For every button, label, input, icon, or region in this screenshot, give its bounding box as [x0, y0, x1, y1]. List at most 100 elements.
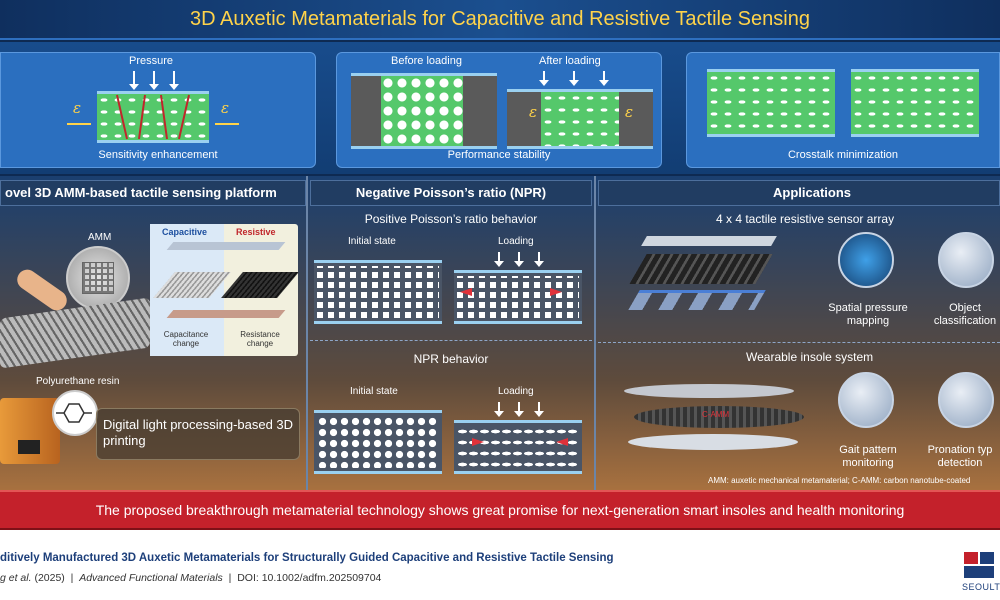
banner-text: The proposed breakthrough metamaterial t… — [95, 502, 905, 518]
loading-label: Loading — [498, 236, 534, 247]
strain-arrow-icon — [215, 123, 239, 125]
summary-banner: The proposed breakthrough metamaterial t… — [0, 490, 1000, 530]
load-arrow-icon — [539, 71, 549, 86]
loading-label: Loading — [498, 386, 534, 397]
amm-label: AMM — [88, 232, 112, 243]
load-arrow-icon — [514, 402, 524, 417]
insole-stack — [624, 384, 804, 464]
before-slab-core — [381, 76, 463, 146]
initial-state-label: Initial state — [348, 236, 396, 247]
gait-label: Gait pattern monitoring — [839, 444, 897, 469]
top-electrode — [166, 242, 286, 250]
load-arrow-icon — [514, 252, 524, 267]
sensor-array — [628, 236, 777, 316]
doi: DOI: 10.1002/adfm.202509704 — [237, 572, 382, 584]
resin-label: Polyurethane resin — [36, 376, 120, 387]
after-slab-core — [541, 92, 619, 146]
platform-column: ovel 3D AMM-based tactile sensing platfo… — [0, 176, 306, 490]
divider — [594, 176, 596, 490]
strain-symbol: ε — [73, 99, 82, 117]
strain-lines-icon — [116, 94, 190, 140]
touch-map-icon — [838, 232, 894, 288]
load-arrow-icon — [494, 252, 504, 267]
section-divider — [310, 340, 592, 341]
author: g et al. — [0, 572, 32, 584]
after-loading-label: After loading — [539, 55, 601, 67]
title-bar: 3D Auxetic Metamaterials for Capacitive … — [0, 0, 1000, 40]
caption-crosstalk: Crosstalk minimization — [787, 149, 899, 161]
initial-state-label: Initial state — [350, 386, 398, 397]
capacitive-label: Capacitive — [162, 227, 208, 237]
footer: ditively Manufactured 3D Auxetic Metamat… — [0, 530, 1000, 600]
finger-icon — [13, 265, 71, 315]
strain-symbol: ε — [529, 103, 538, 121]
printer-icon — [0, 398, 60, 464]
year: (2025) — [34, 572, 65, 584]
resistive-label: Resistive — [236, 227, 276, 237]
pressure-label: Pressure — [129, 55, 174, 67]
amm-layer-black — [221, 272, 299, 298]
ppr-loading-grid — [454, 270, 582, 324]
amm-cube-icon — [66, 246, 130, 310]
npr-heading: Negative Poisson’s ratio (NPR) — [310, 180, 592, 206]
res-change-label: Resistance change — [240, 330, 280, 348]
apps-column: Applications 4 x 4 tactile resistive sen… — [598, 176, 1000, 490]
caption-stability: Performance stability — [447, 149, 551, 161]
printing-box: Digital light processing-based 3D printi… — [96, 408, 300, 460]
load-arrow-icon — [494, 402, 504, 417]
npr-loading-grid — [454, 420, 582, 474]
pressure-arrow-icon — [169, 71, 179, 90]
bottom-electrode — [166, 310, 286, 318]
platform-heading: ovel 3D AMM-based tactile sensing platfo… — [0, 180, 306, 206]
ppr-initial-grid — [314, 260, 442, 324]
load-arrow-icon — [599, 71, 609, 86]
robot-icon — [938, 232, 994, 288]
pronation-label: Pronation typ detection — [927, 444, 993, 469]
journal: Advanced Functional Materials — [79, 572, 223, 584]
top-row: Pressure ε ε Sensitivity enhancement Bef… — [0, 42, 1000, 174]
page-title: 3D Auxetic Metamaterials for Capacitive … — [190, 8, 810, 30]
apps-heading: Applications — [598, 180, 1000, 206]
pressure-arrow-icon — [149, 71, 159, 90]
footnote: AMM: auxetic mechanical metamaterial; C-… — [708, 476, 971, 485]
logo-text: SEOULT — [962, 582, 1000, 592]
positive-heading: Positive Poisson’s ratio behavior — [364, 212, 538, 226]
spatial-label: Spatial pressure mapping — [828, 302, 908, 327]
camm-label: C-AMM — [702, 410, 730, 419]
npr-initial-grid — [314, 410, 442, 474]
panel-crosstalk: Crosstalk minimization — [686, 52, 1000, 168]
strain-symbol: ε — [625, 103, 634, 121]
expand-arrow-icon — [550, 288, 562, 296]
panel-stability: Before loading After loading ε ε Perform… — [336, 52, 662, 168]
cap-change-label: Capacitance change — [163, 330, 209, 348]
npr-behavior-heading: NPR behavior — [413, 352, 489, 366]
object-label: Object classification — [933, 302, 997, 327]
caption-sensitivity: Sensitivity enhancement — [98, 149, 218, 161]
insole-heading: Wearable insole system — [746, 350, 874, 364]
citation: g et al. (2025) | Advanced Functional Ma… — [0, 572, 382, 584]
crosstalk-slab-right — [851, 69, 979, 137]
walking-icon — [838, 372, 894, 428]
crosstalk-slab-left — [707, 69, 835, 137]
strain-symbol: ε — [221, 99, 230, 117]
sensor-sheet — [0, 297, 150, 369]
molecule-icon — [52, 390, 98, 436]
load-arrow-icon — [534, 402, 544, 417]
foot-icon — [938, 372, 994, 428]
pressure-arrow-icon — [129, 71, 139, 90]
load-arrow-icon — [534, 252, 544, 267]
array-heading: 4 x 4 tactile resistive sensor array — [716, 212, 895, 226]
contract-arrow-icon — [472, 438, 484, 446]
section-divider — [598, 342, 1000, 343]
divider — [306, 176, 308, 490]
cap-res-diagram: Capacitive Resistive Capacitance change … — [150, 224, 299, 356]
printing-label: Digital light processing-based 3D printi… — [103, 417, 294, 448]
strain-arrow-icon — [67, 123, 91, 125]
middle-section: ovel 3D AMM-based tactile sensing platfo… — [0, 176, 1000, 490]
before-loading-label: Before loading — [391, 55, 462, 67]
load-arrow-icon — [569, 71, 579, 86]
contract-arrow-icon — [556, 438, 568, 446]
university-logo-icon — [964, 552, 994, 578]
expand-arrow-icon — [460, 288, 472, 296]
paper-title: ditively Manufactured 3D Auxetic Metamat… — [0, 552, 614, 564]
